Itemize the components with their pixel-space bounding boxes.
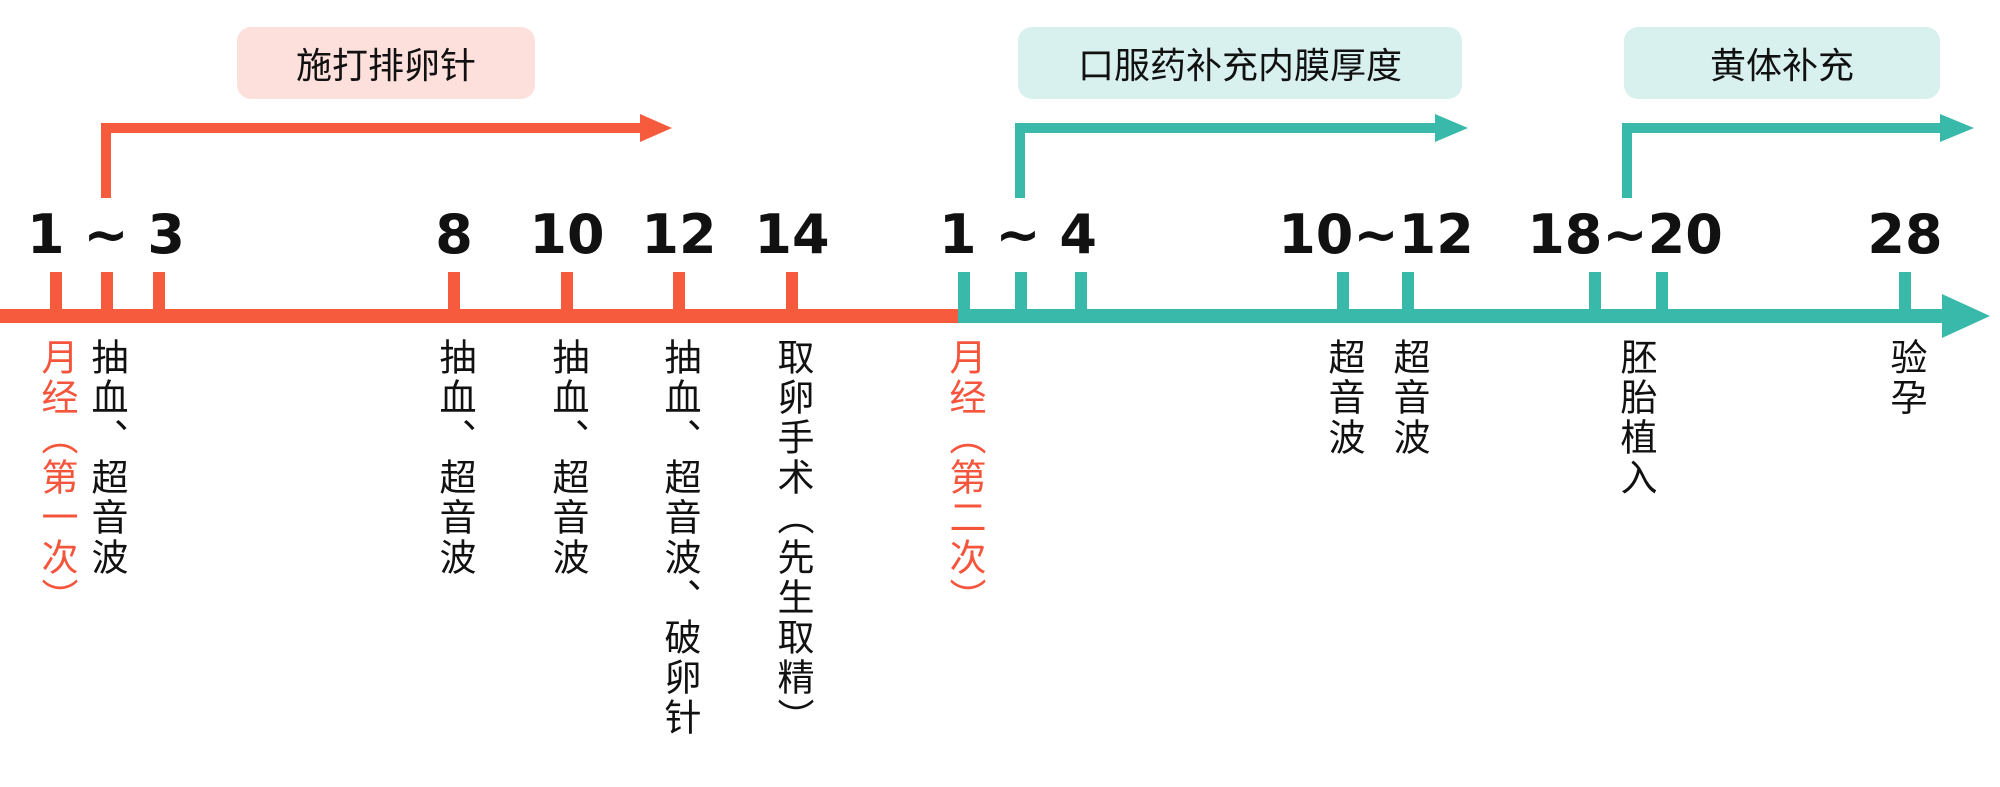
cycle1-ticks <box>50 272 798 316</box>
event-label-menstruation-1: 月经（第一次） <box>35 338 78 618</box>
phase-pill-endometrium: 口服药补充内膜厚度 <box>1018 27 1462 99</box>
tick-day10 <box>561 272 573 316</box>
event-label-menstruation-2: 月经（第二次） <box>943 338 986 618</box>
event-label: 抽血、超音波、破卵针 <box>658 338 701 738</box>
event-label-egg-retrieval: 取卵手术（先生取精） <box>771 338 814 738</box>
tick-c2-day10 <box>1337 272 1349 316</box>
tick-c2-day4 <box>1075 272 1087 316</box>
day-label: 1 ~ 4 <box>939 203 1097 266</box>
event-label-pregnancy-test: 验孕 <box>1884 338 1927 418</box>
phase-pill-luteal-support: 黄体补充 <box>1624 27 1940 99</box>
event-label: 超音波 <box>1322 338 1365 458</box>
phase1-arrow <box>101 114 672 198</box>
event-label: 抽血、超音波 <box>433 338 476 578</box>
day-label: 10~12 <box>1278 203 1474 266</box>
tick-day14 <box>786 272 798 316</box>
day-label: 18~20 <box>1527 203 1723 266</box>
tick-day12 <box>673 272 685 316</box>
phase-label: 口服药补充内膜厚度 <box>1077 46 1402 87</box>
phase-label: 施打排卵针 <box>295 46 476 87</box>
day-label: 28 <box>1867 203 1943 266</box>
phase-label: 黄体补充 <box>1709 46 1854 87</box>
event-label: 超音波 <box>1387 338 1430 458</box>
phase3-arrow <box>1622 114 1974 198</box>
event-label: 抽血、超音波 <box>85 338 128 578</box>
timeline-arrowhead <box>1942 294 1990 338</box>
day-label: 8 <box>435 203 473 266</box>
tick-day2 <box>101 272 113 316</box>
cycle2-ticks <box>958 272 1911 316</box>
tick-day3 <box>153 272 165 316</box>
day-label: 10 <box>529 203 605 266</box>
tick-day1 <box>50 272 62 316</box>
event-label: 抽血、超音波 <box>546 338 589 578</box>
tick-c2-day28 <box>1899 272 1911 316</box>
tick-c2-day1 <box>958 272 970 316</box>
tick-c2-day20 <box>1656 272 1668 316</box>
day-label: 1 ~ 3 <box>27 203 185 266</box>
day-label: 12 <box>641 203 717 266</box>
phase2-arrow <box>1015 114 1468 198</box>
day-label: 14 <box>754 203 830 266</box>
event-label-embryo-transfer: 胚胎植入 <box>1614 338 1657 498</box>
phase-pill-trigger-shot: 施打排卵针 <box>237 27 535 99</box>
tick-day8 <box>448 272 460 316</box>
tick-c2-day12 <box>1402 272 1414 316</box>
tick-c2-day18 <box>1589 272 1601 316</box>
tick-c2-day2 <box>1015 272 1027 316</box>
